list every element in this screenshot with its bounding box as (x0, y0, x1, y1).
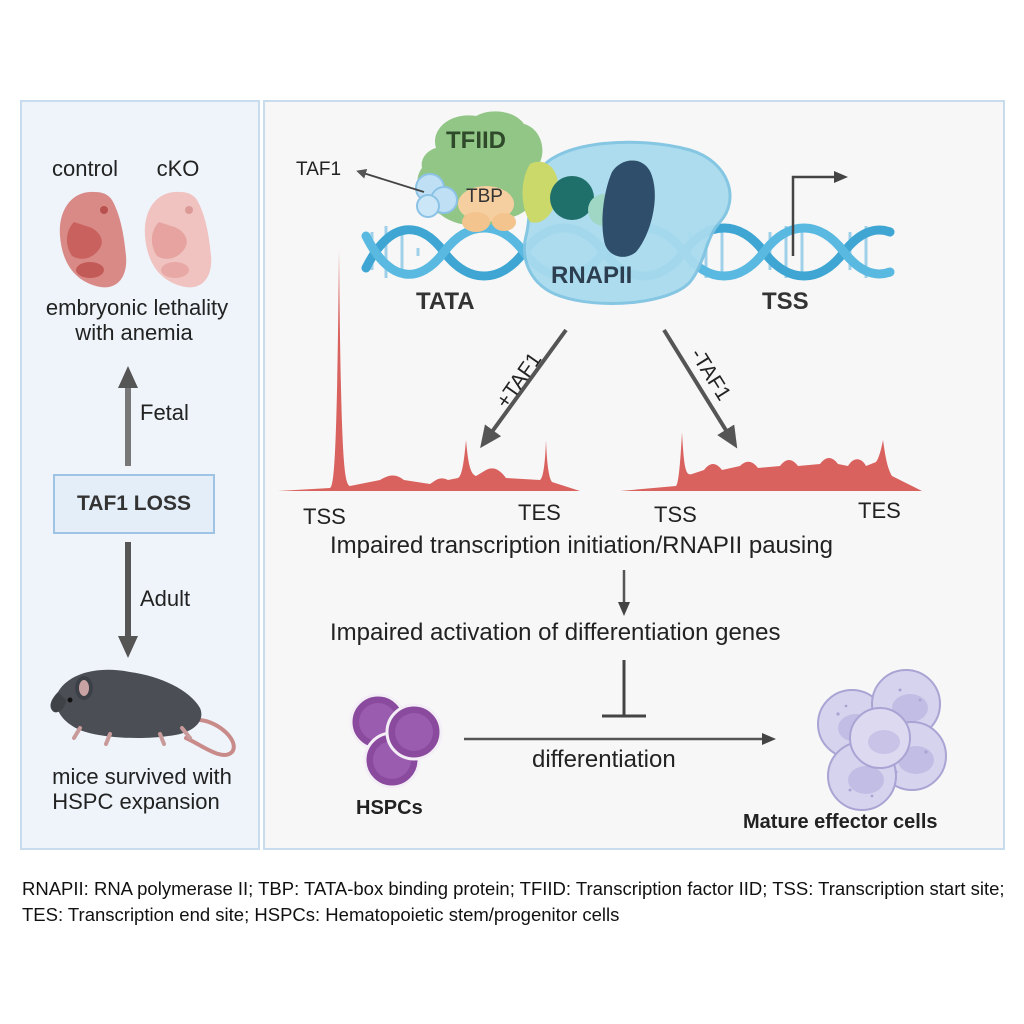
left-tss-label: TSS (303, 504, 346, 529)
left-tes-label: TES (518, 500, 561, 525)
taf1-label: TAF1 (296, 159, 342, 180)
fetal-arrow-label: Fetal (140, 400, 189, 425)
step1-text: Impaired transcription initiation/RNAPII… (330, 532, 833, 559)
fetal-outcome-line2: with anemia (75, 320, 193, 345)
mature-cells-icon (817, 669, 947, 811)
adult-arrow-label: Adult (140, 586, 191, 611)
right-tss-label: TSS (654, 502, 697, 527)
embryo-control-icon (59, 191, 127, 288)
signal-track-plus (278, 250, 580, 491)
taf1-pointer-arrow (356, 169, 425, 193)
taf1-icon (415, 173, 458, 218)
tfiid-label: TFIID (446, 127, 506, 154)
rnapii-subunits-icon (550, 160, 655, 257)
plus-taf1-arrow (480, 328, 568, 449)
tbp-icon (458, 186, 516, 232)
rnapii-label: RNAPII (551, 262, 633, 289)
hspc-cells-icon (349, 693, 443, 789)
minus-taf1-arrow (662, 328, 738, 449)
mouse-icon (50, 669, 236, 757)
tss-bent-arrow (791, 171, 848, 256)
control-label: control (51, 156, 119, 181)
taf1-loss-box: TAF1 LOSS (53, 474, 215, 534)
right-tes-label: TES (858, 498, 901, 523)
tss-promoter-label: TSS (762, 288, 809, 315)
differentiation-label: differentiation (532, 746, 676, 773)
signal-track-minus (620, 432, 922, 491)
cko-label: cKO (156, 156, 200, 181)
tbp-label: TBP (466, 186, 503, 207)
tata-label: TATA (416, 288, 475, 315)
adult-outcome-line1: mice survived with (52, 764, 232, 789)
embryo-cko-icon (144, 191, 212, 288)
step2-text: Impaired activation of differentiation g… (330, 619, 781, 646)
abbreviations-footnote: RNAPII: RNA polymerase II; TBP: TATA-box… (22, 878, 1005, 925)
hspcs-label: HSPCs (356, 797, 423, 819)
fetal-outcome-line1: embryonic lethality (45, 295, 229, 320)
mature-cells-label: Mature effector cells (743, 811, 938, 833)
adult-outcome-line2: HSPC expansion (52, 789, 220, 814)
